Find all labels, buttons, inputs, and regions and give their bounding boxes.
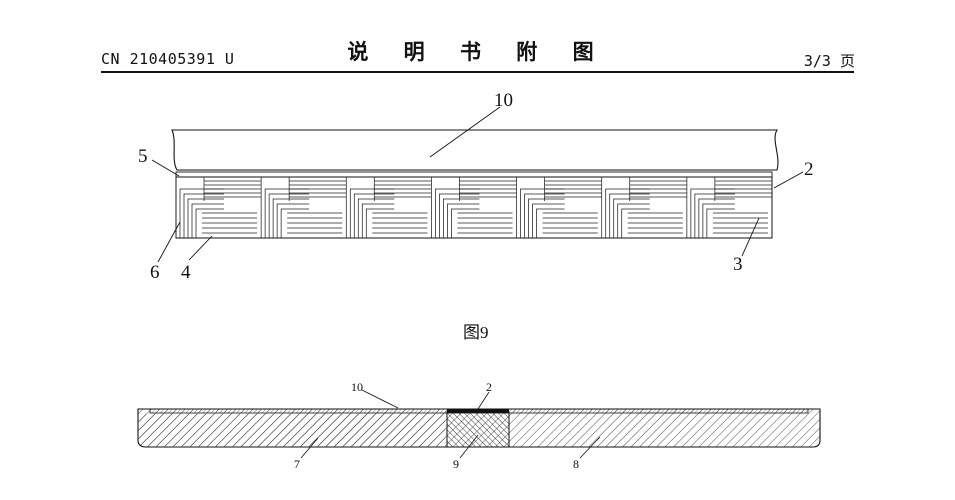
- patent-number: CN 210405391 U: [101, 50, 235, 68]
- figure-10-labels: 10 2 7 9 8: [294, 380, 601, 471]
- figure-9-caption: 图9: [463, 323, 489, 342]
- label-2: 2: [804, 159, 814, 180]
- label-3: 3: [733, 254, 743, 275]
- figure-9: [171, 129, 779, 239]
- label-6: 6: [150, 262, 160, 283]
- layer-2-core: [175, 176, 773, 239]
- header-divider: [101, 71, 854, 73]
- label-10b: 10: [351, 380, 363, 394]
- layer-10: [171, 129, 779, 171]
- page-number: 3/3 页: [803, 52, 855, 70]
- label-9: 9: [453, 457, 459, 471]
- page-title: 说 明 书 附 图: [347, 39, 608, 64]
- label-4: 4: [181, 262, 191, 283]
- label-10: 10: [494, 90, 513, 111]
- label-8: 8: [573, 457, 579, 471]
- figure-9-labels: 10 5 2 6 4 3 图9: [138, 90, 814, 342]
- figure-10: [137, 408, 821, 448]
- layer-5: [175, 171, 773, 178]
- body-7: [139, 414, 445, 446]
- block-9: [446, 411, 510, 448]
- strip-2: [447, 409, 509, 413]
- label-2b: 2: [486, 380, 492, 394]
- label-7: 7: [294, 457, 300, 471]
- label-5: 5: [138, 146, 148, 167]
